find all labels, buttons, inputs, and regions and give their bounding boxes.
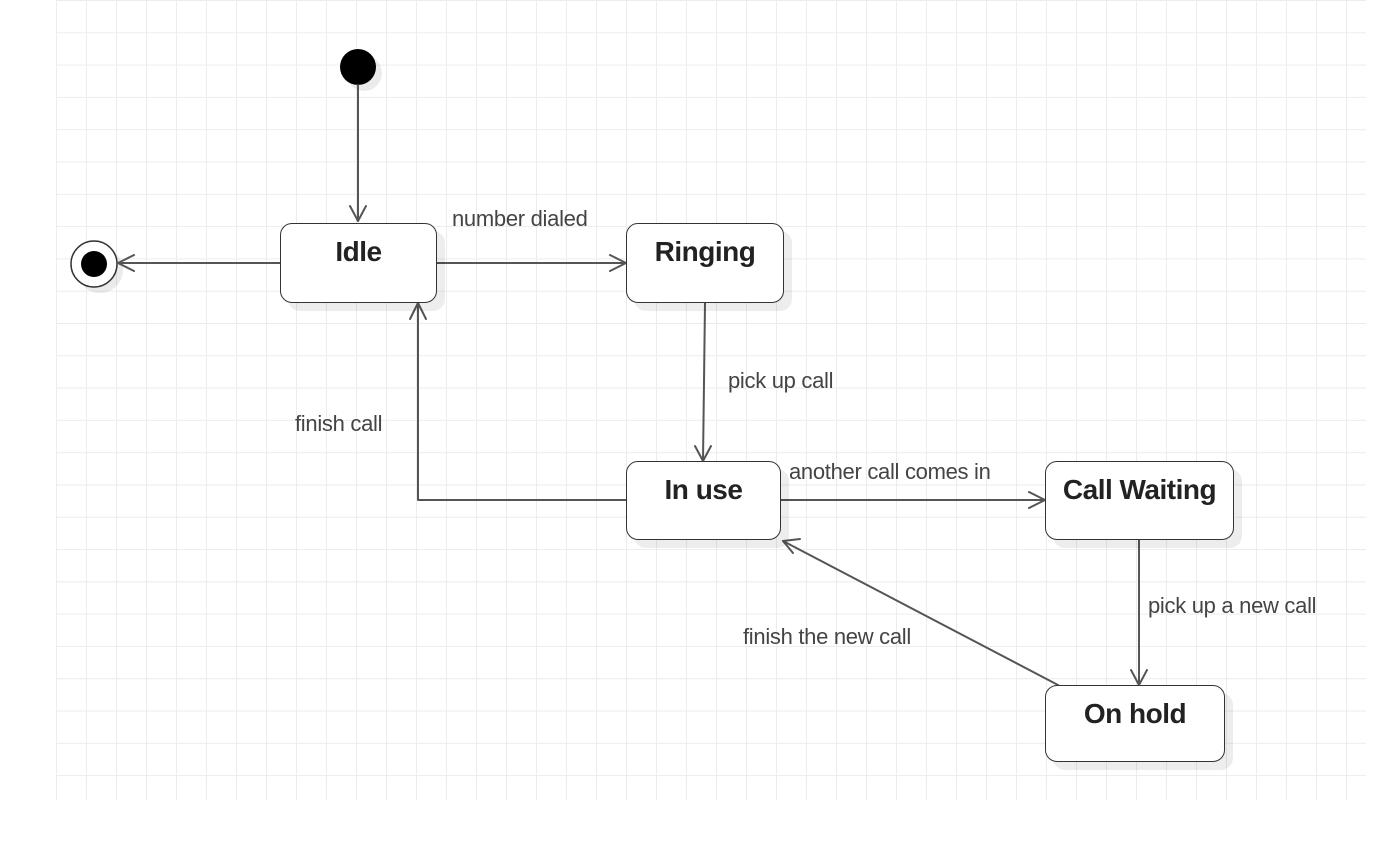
label-pick-up-call: pick up call	[728, 368, 834, 393]
label-another-call-comes-in: another call comes in	[789, 459, 991, 484]
state-ringing[interactable]: Ringing	[626, 223, 784, 303]
label-finish-the-new-call: finish the new call	[743, 624, 911, 649]
state-ringing-label: Ringing	[654, 236, 756, 267]
state-in-use[interactable]: In use	[626, 461, 781, 540]
state-call-waiting[interactable]: Call Waiting	[1045, 461, 1234, 540]
final-state-inner-dot	[81, 251, 107, 277]
state-on-hold-label: On hold	[1083, 698, 1187, 729]
edge-in-use-to-idle	[417, 302, 627, 501]
edge-on-hold-to-in-use	[782, 540, 1059, 686]
arrowhead-idle-to-final	[117, 254, 135, 272]
label-pick-up-a-new-call: pick up a new call	[1148, 593, 1317, 618]
arrowhead-on-hold-to-in-use	[782, 538, 801, 554]
state-in-use-label: In use	[664, 474, 743, 505]
label-number-dialed: number dialed	[452, 206, 588, 231]
arrowhead-in-use-to-idle	[409, 302, 427, 320]
background-grid	[56, 0, 1366, 800]
state-on-hold[interactable]: On hold	[1045, 685, 1225, 762]
state-idle[interactable]: Idle	[280, 223, 437, 303]
label-finish-call: finish call	[295, 411, 383, 436]
arrowhead-initial-to-idle	[349, 205, 367, 222]
initial-state-node	[340, 49, 376, 85]
edge-ringing-to-in-use	[702, 302, 706, 462]
state-call-waiting-label: Call Waiting	[1062, 474, 1217, 505]
state-idle-label: Idle	[335, 236, 382, 267]
